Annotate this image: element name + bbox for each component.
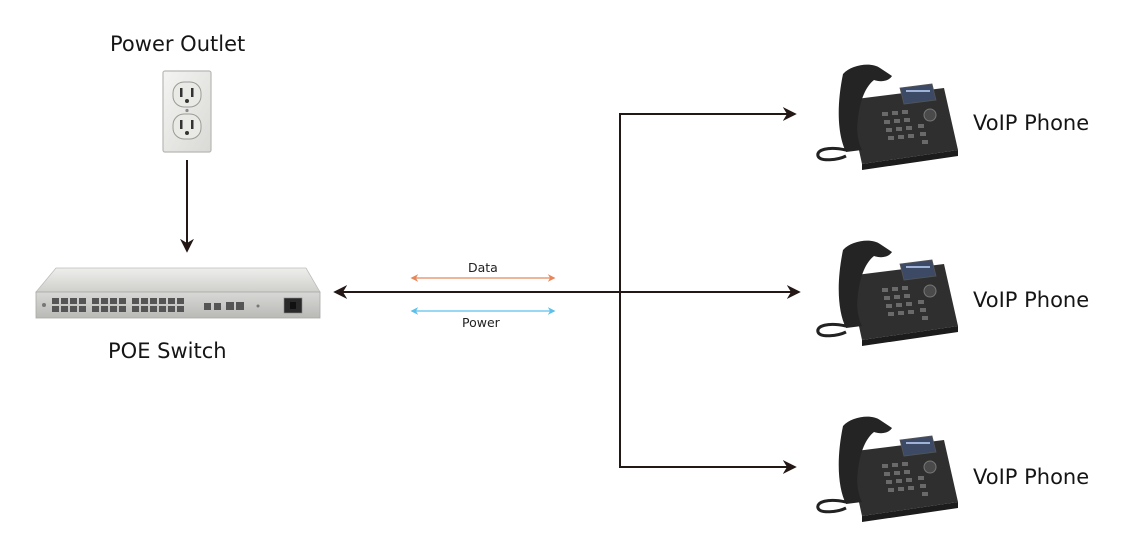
power-label: Power: [462, 315, 500, 330]
power-outlet-label: Power Outlet: [110, 32, 246, 56]
poe-switch-icon: [35, 267, 321, 319]
power-outlet-icon: [162, 70, 212, 153]
poe-switch-label: POE Switch: [108, 339, 227, 363]
phone-label-1: VoIP Phone: [973, 111, 1090, 135]
voip-phone-icon-3: [816, 415, 960, 524]
phone-label-2: VoIP Phone: [973, 288, 1090, 312]
phone-label-3: VoIP Phone: [973, 465, 1090, 489]
voip-phone-icon-2: [816, 239, 960, 348]
voip-phone-icon: [816, 64, 958, 170]
data-label: Data: [468, 260, 498, 275]
